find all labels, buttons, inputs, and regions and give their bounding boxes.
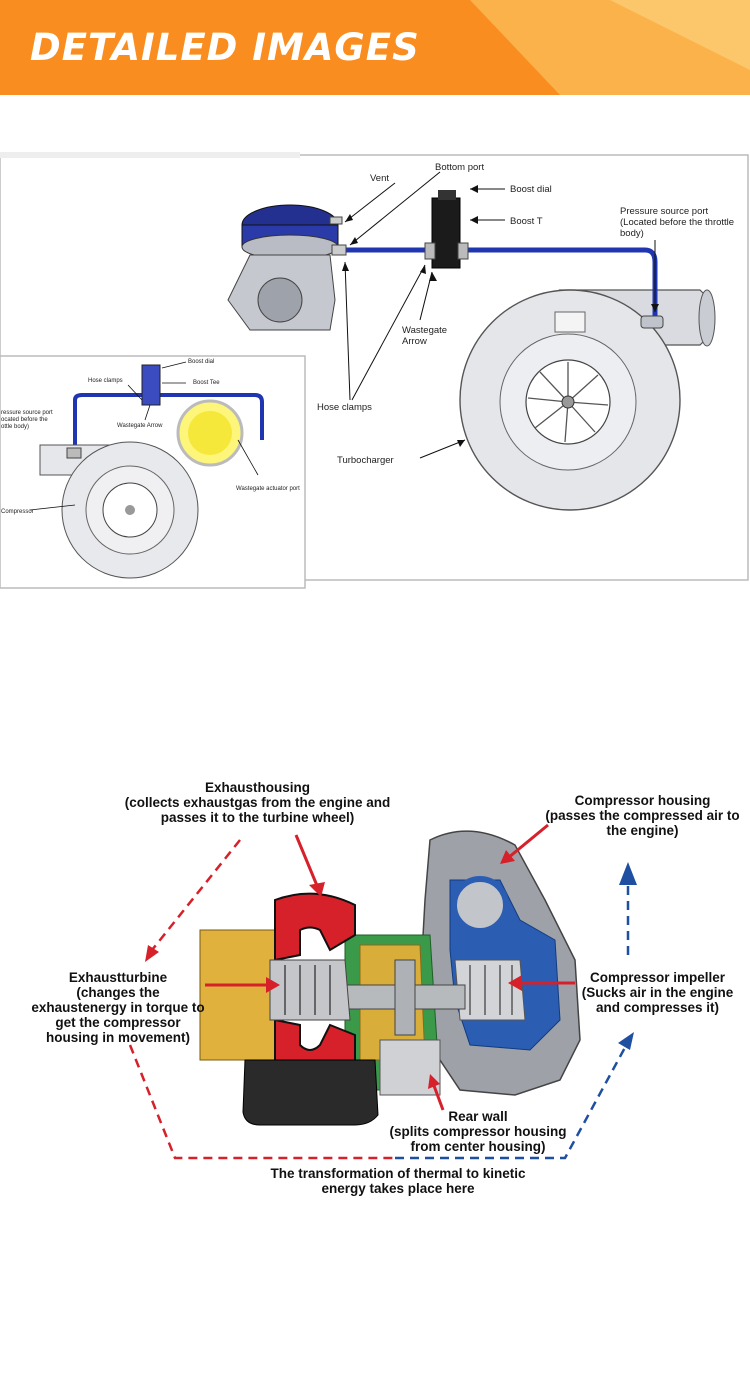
inset-label-pressure-source: ressure source port ocated before the ot… <box>1 410 53 430</box>
label-bottom-port: Bottom port <box>435 162 485 173</box>
label-transformation: The transformation of thermal to kinetic… <box>270 1166 526 1196</box>
inset-label-boost-dial: Boost dial <box>188 359 215 365</box>
header-banner: DETAILED IMAGES <box>0 0 750 95</box>
label-vent: Vent <box>370 173 390 184</box>
wastegate-illustration <box>227 204 347 331</box>
boost-diagram-graphic <box>0 152 749 589</box>
turbocharger-illustration <box>459 289 716 511</box>
compressor-impeller-desc: (Sucks air in the engine and compresses … <box>581 985 734 1015</box>
page-title: DETAILED IMAGES <box>30 26 420 69</box>
exhaust-housing-title: Exhausthousing <box>204 780 310 795</box>
exhaust-housing-desc: (collects exhaustgas from the engine and… <box>124 795 391 825</box>
turbine-housing-illustration <box>199 892 379 1126</box>
compressor-housing-desc: (passes the compressed air to the engine… <box>545 808 740 838</box>
label-exhaust-turbine: Exhaustturbine (changes the exhaustenerg… <box>28 970 208 1045</box>
label-exhaust-housing: Exhausthousing (collects exhaustgas from… <box>110 780 405 825</box>
label-rear-wall: Rear wall (splits compressor housing fro… <box>378 1109 578 1154</box>
compressor-housing-title: Compressor housing <box>574 793 711 808</box>
exhaust-turbine-title: Exhaustturbine <box>68 970 168 985</box>
label-compressor-impeller: Compressor impeller (Sucks air in the en… <box>570 970 745 1015</box>
label-turbocharger: Turbocharger <box>337 455 394 466</box>
label-boost-dial: Boost dial <box>510 184 552 195</box>
inset-label-compressor: Compressor <box>1 509 34 515</box>
inset-label-wastegate-arrow: Wastegate Arrow <box>117 423 163 429</box>
inset-label-boost-tee: Boost Tee <box>193 380 220 386</box>
label-wastegate-arrow: Wastegate Arrow <box>402 325 448 347</box>
compressor-impeller-title: Compressor impeller <box>589 970 726 985</box>
label-hose-clamps: Hose clamps <box>317 402 372 413</box>
inset-illustration <box>39 364 264 579</box>
label-boost-t: Boost T <box>510 216 543 227</box>
label-compressor-housing: Compressor housing (passes the compresse… <box>540 793 745 838</box>
compressor-housing-illustration <box>419 830 581 1096</box>
rear-wall-title: Rear wall <box>448 1109 508 1124</box>
rear-wall-desc: (splits compressor housing from center h… <box>389 1124 567 1154</box>
inset-label-hose-clamps: Hose clamps <box>88 378 123 384</box>
center-housing-illustration <box>329 934 466 1096</box>
label-pressure-source: Pressure source port (Located before the… <box>620 206 735 239</box>
exhaust-turbine-desc: (changes the exhaustenergy in torque to … <box>31 985 205 1045</box>
banner-decoration <box>470 0 750 95</box>
inset-label-actuator-port: Wastegate actuator port <box>236 486 300 492</box>
